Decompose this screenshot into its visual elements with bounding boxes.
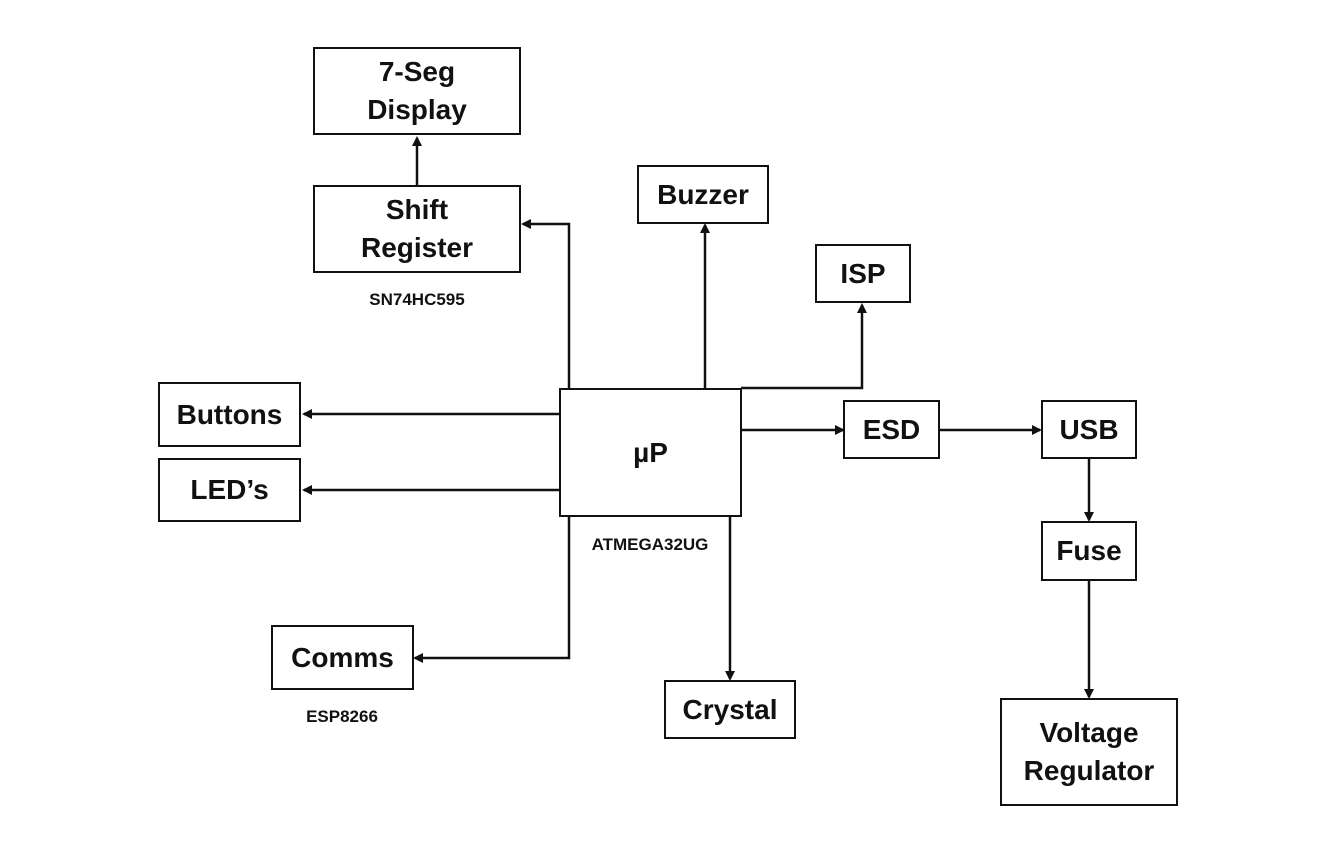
comms-block: Comms <box>271 625 414 690</box>
buttons-label: Buttons <box>176 398 283 430</box>
seg-display-block: 7-Seg Display <box>313 47 521 135</box>
esd-label: ESD <box>862 413 921 445</box>
buttons-block: Buttons <box>158 382 301 447</box>
mcu-label: µP <box>633 436 668 468</box>
leds-label: LED’s <box>190 474 269 505</box>
voltage-regulator-label: Voltage Regulator <box>1023 717 1155 786</box>
esd-block: ESD <box>843 400 940 459</box>
shift-register-block: Shift Register <box>313 185 521 273</box>
seg-display-label: 7-Seg Display <box>367 56 467 125</box>
comms-label: Comms <box>291 641 394 673</box>
arrow-mcu-to-comms <box>413 516 571 663</box>
buzzer-block: Buzzer <box>637 165 769 224</box>
usb-label: USB <box>1059 413 1119 445</box>
fuse-block: Fuse <box>1041 521 1137 581</box>
mcu-part-number: ATMEGA32UG <box>591 535 709 554</box>
usb-block: USB <box>1041 400 1137 459</box>
arrow-mcu-to-shift <box>521 219 571 389</box>
isp-label: ISP <box>840 257 886 289</box>
crystal-label: Crystal <box>682 693 778 725</box>
leds-block: LED’s <box>158 458 301 522</box>
voltage-regulator-block: Voltage Regulator <box>1000 698 1178 806</box>
shift-register-part-number: SN74HC595 <box>369 290 465 309</box>
buzzer-label: Buzzer <box>657 178 749 210</box>
mcu-block: µP <box>559 388 742 517</box>
arrow-mcu-to-isp <box>741 303 867 390</box>
crystal-block: Crystal <box>664 680 796 739</box>
isp-block: ISP <box>815 244 911 303</box>
comms-part-number: ESP8266 <box>306 707 378 726</box>
fuse-label: Fuse <box>1056 535 1122 566</box>
shift-register-label: Shift Register <box>360 194 474 263</box>
